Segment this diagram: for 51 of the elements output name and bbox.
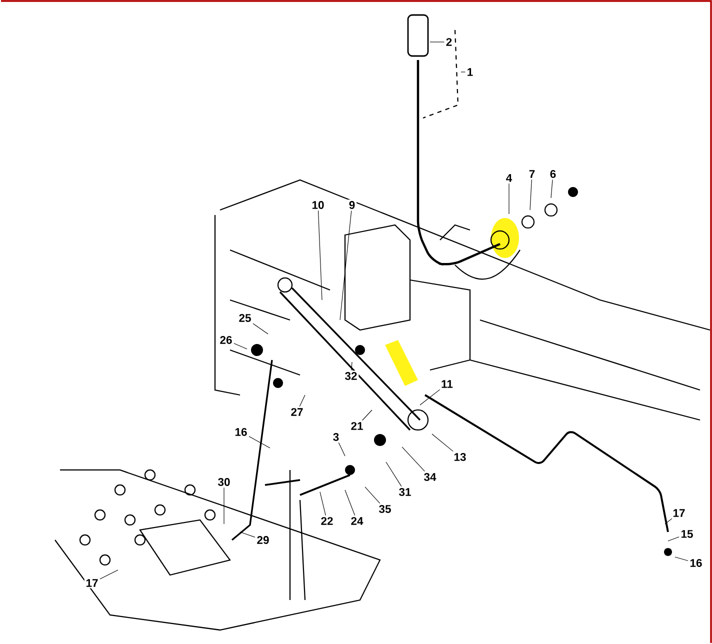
callout-number: 24 [349,516,365,526]
callout-number: 16 [688,558,704,568]
callout-number: 22 [319,516,335,526]
leader-line [668,536,680,542]
leader-line [338,442,346,456]
leader-line [351,362,352,371]
callout-number: 35 [377,504,393,514]
leader-line [344,490,356,516]
callout-number: 17 [671,508,687,518]
leader-line [340,210,352,320]
leader-line [100,570,118,580]
leader-line [674,556,688,561]
leader-line [530,179,532,210]
leader-line [318,210,322,300]
leader-line [234,343,248,350]
leader-line [248,436,270,448]
callout-number: 2 [444,36,454,48]
callout-number: 13 [452,452,468,462]
leader-line [508,183,510,214]
callout-number: 29 [255,534,271,546]
leader-line [432,434,454,452]
callout-number: 27 [289,406,305,418]
callout-number: 1 [465,66,475,78]
callout-number: 4 [504,172,514,184]
leader-line [240,532,256,538]
callout-number: 7 [527,168,537,180]
callout-number: 3 [331,432,341,442]
leader-line [550,179,553,198]
leader-line [420,389,440,406]
leader-line [362,410,372,421]
leader-line [364,486,380,504]
leader-line [664,518,672,524]
callout-number: 17 [84,578,100,588]
callout-number: 15 [679,528,695,540]
callout-number: 26 [218,334,234,346]
callout-number: 30 [216,476,232,488]
callout-number: 6 [548,168,558,180]
callout-number: 21 [349,420,365,432]
callout-number: 9 [347,200,357,210]
callout-number: 34 [422,472,438,482]
leader-line [252,323,268,334]
leader-line [402,446,425,472]
callout-number: 32 [343,370,359,382]
callout-number: 25 [237,312,253,324]
leader-line [386,462,402,487]
callout-number: 11 [440,378,454,390]
leader-line [320,492,326,516]
leader-line [299,394,306,407]
callout-number: 31 [397,486,413,498]
callout-number: 10 [310,200,326,210]
callout-number: 16 [233,426,249,438]
